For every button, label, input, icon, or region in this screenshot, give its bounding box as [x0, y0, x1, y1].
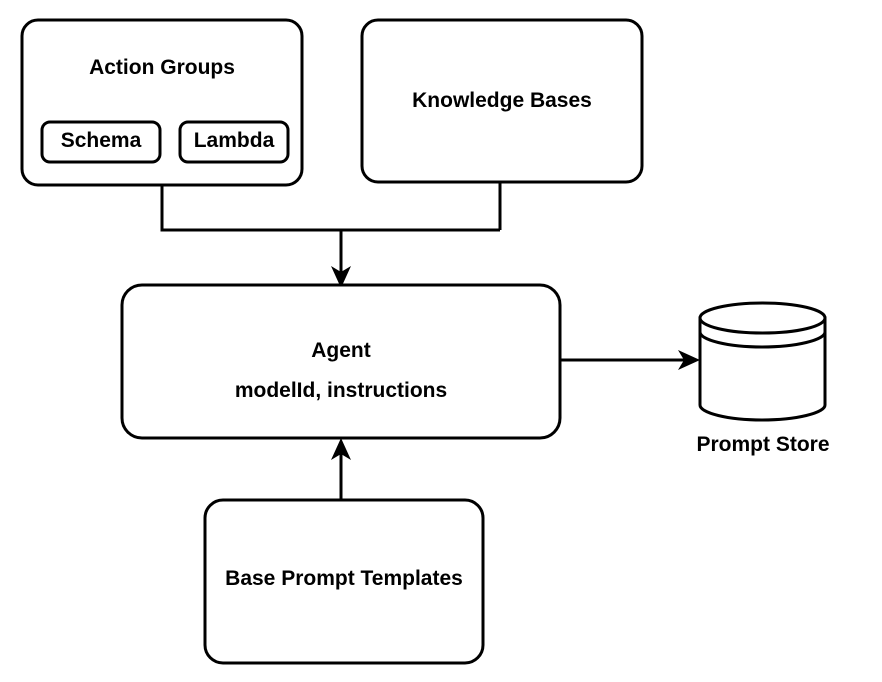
node-schema[interactable] — [40, 120, 162, 164]
edge-base-prompt-to-agent-arrowhead — [331, 438, 351, 460]
edge-action-groups-to-agent — [160, 185, 500, 232]
node-lambda[interactable] — [178, 120, 290, 164]
node-base-prompt-templates[interactable] — [203, 498, 485, 665]
node-agent[interactable] — [120, 283, 562, 440]
node-knowledge-bases[interactable] — [360, 18, 644, 184]
cylinder-top-ellipse — [698, 301, 827, 335]
cylinder-band-line — [698, 331, 827, 349]
edge-merge-to-agent-arrowhead — [331, 266, 351, 288]
node-prompt-store[interactable] — [698, 301, 827, 422]
edge-agent-to-prompt-store-arrowhead — [678, 350, 700, 370]
